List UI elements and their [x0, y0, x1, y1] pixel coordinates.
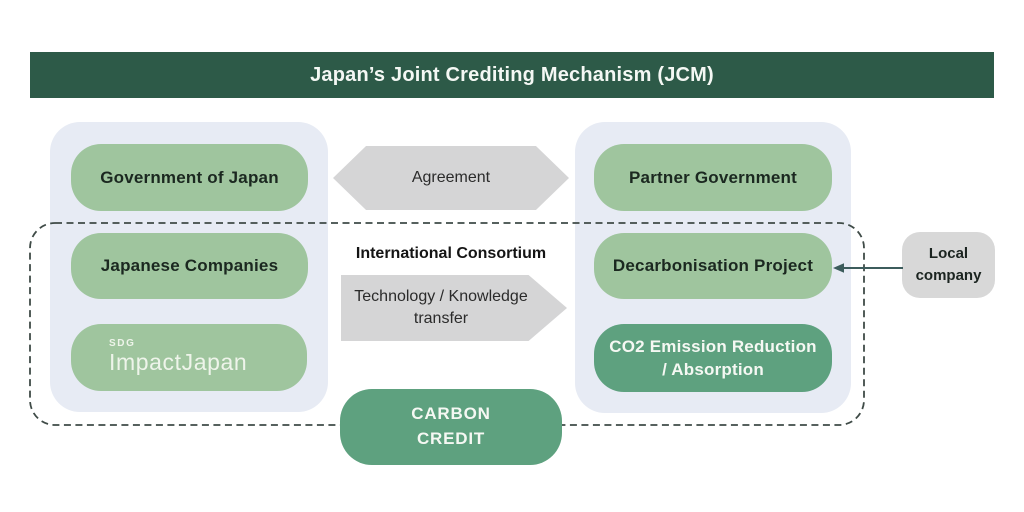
- co2-emission-line2: / Absorption: [662, 360, 764, 379]
- government-of-japan-label: Government of Japan: [100, 167, 279, 187]
- technology-transfer-arrow: Technology / Knowledge transfer: [341, 275, 567, 341]
- co2-emission-box: CO2 Emission Reduction / Absorption: [594, 324, 832, 392]
- sdg-logo-top-text: SDG: [109, 338, 136, 350]
- carbon-credit-line2: CREDIT: [416, 429, 486, 448]
- sdg-logo-bottom-text: ImpactJapan: [109, 349, 248, 376]
- local-company-box: Local company: [902, 232, 995, 298]
- local-company-arrow: [830, 260, 904, 276]
- japanese-companies-box: Japanese Companies: [71, 233, 308, 299]
- title-banner: Japan’s Joint Crediting Mechanism (JCM): [30, 52, 994, 98]
- page-title: Japan’s Joint Crediting Mechanism (JCM): [310, 63, 714, 86]
- agreement-double-arrow: Agreement: [333, 146, 569, 210]
- carbon-credit-line1: CARBON: [411, 404, 491, 424]
- partner-government-label: Partner Government: [629, 167, 797, 187]
- transfer-label-line2: transfer: [413, 310, 469, 327]
- decarbonisation-project-box: Decarbonisation Project: [594, 233, 832, 299]
- government-of-japan-box: Government of Japan: [71, 144, 308, 211]
- local-company-line2: company: [915, 267, 982, 284]
- arrow-head-icon: [833, 263, 844, 273]
- partner-government-box: Partner Government: [594, 144, 832, 211]
- transfer-label-line1: Technology / Knowledge: [354, 288, 528, 306]
- agreement-label: Agreement: [411, 169, 491, 186]
- decarbonisation-project-label: Decarbonisation Project: [612, 256, 814, 275]
- local-company-line1: Local: [928, 245, 969, 263]
- japanese-companies-label: Japanese Companies: [100, 256, 279, 275]
- co2-emission-line1: CO2 Emission Reduction: [609, 336, 817, 356]
- carbon-credit-box: CARBON CREDIT: [340, 389, 562, 465]
- international-consortium-heading: International Consortium: [333, 244, 569, 264]
- international-consortium-label: International Consortium: [355, 245, 547, 262]
- sdg-impact-japan-logo: SDG ImpactJapan: [71, 324, 307, 391]
